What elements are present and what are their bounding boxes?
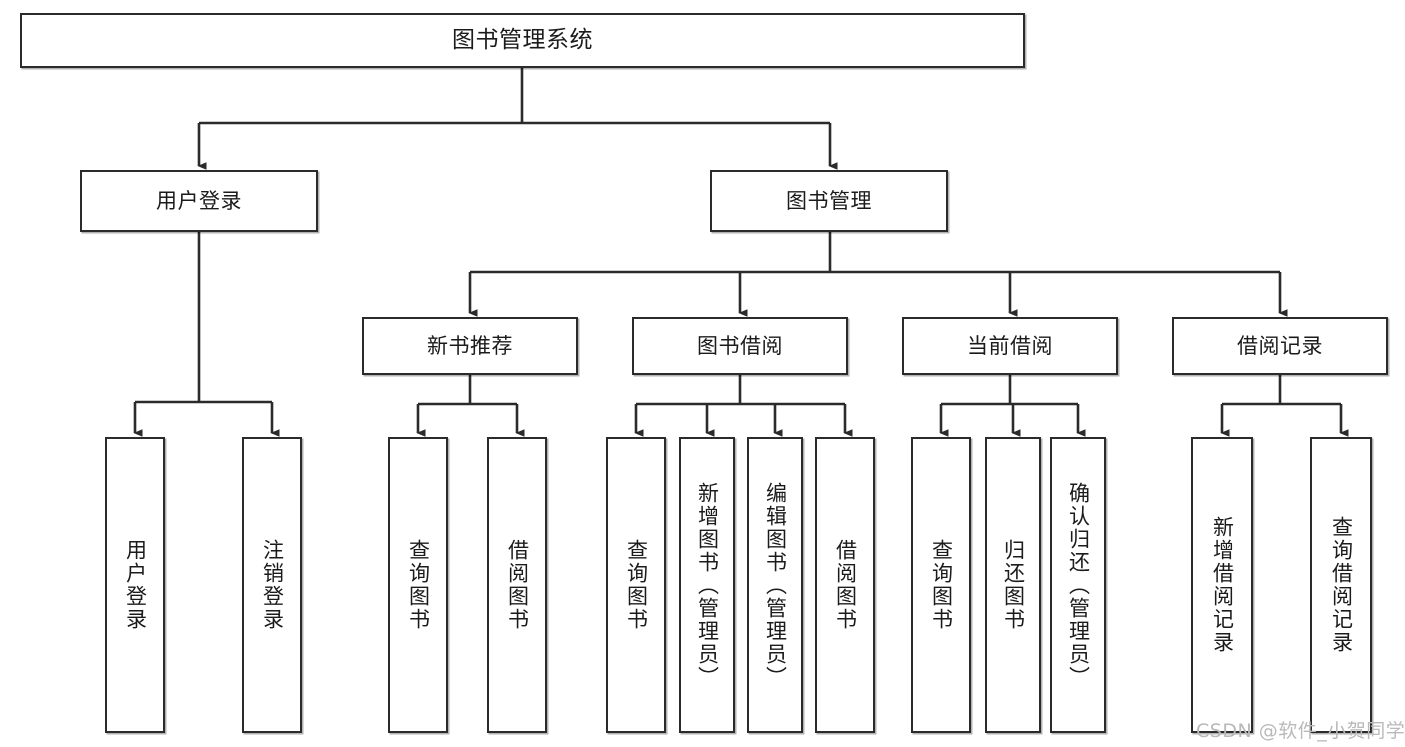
node-borrow-record[interactable]: 借阅记录: [1172, 317, 1388, 375]
leaf-user-login[interactable]: 用户登录: [105, 437, 165, 733]
leaf-query-book-c-label: 查询图书: [929, 539, 954, 631]
leaf-add-book[interactable]: 新增图书（管理员）: [679, 437, 735, 733]
leaf-borrow-book-b[interactable]: 借阅图书: [815, 437, 875, 733]
leaf-confirm-return-label: 确认归还（管理员）: [1066, 481, 1091, 689]
leaf-return-book-label: 归还图书: [1001, 539, 1026, 631]
leaf-borrow-book-a[interactable]: 借阅图书: [487, 437, 547, 733]
leaf-borrow-book-a-label: 借阅图书: [505, 539, 530, 631]
node-root-label: 图书管理系统: [452, 27, 593, 54]
leaf-query-book-b-label: 查询图书: [624, 539, 649, 631]
node-book-manage[interactable]: 图书管理: [710, 170, 948, 232]
leaf-edit-book-label: 编辑图书（管理员）: [763, 481, 788, 689]
node-current-borrow-label: 当前借阅: [967, 333, 1053, 358]
node-user-login-label: 用户登录: [156, 188, 242, 213]
leaf-edit-book[interactable]: 编辑图书（管理员）: [747, 437, 803, 733]
csdn-watermark: CSDN @软件_小贺同学: [1196, 720, 1405, 742]
leaf-query-book-a-label: 查询图书: [406, 539, 431, 631]
node-root[interactable]: 图书管理系统: [20, 13, 1025, 68]
leaf-add-book-label: 新增图书（管理员）: [695, 481, 720, 689]
leaf-query-record-label: 查询借阅记录: [1329, 516, 1354, 654]
leaf-query-book-a[interactable]: 查询图书: [388, 437, 448, 733]
leaf-query-book-c[interactable]: 查询图书: [911, 437, 971, 733]
node-book-borrow-label: 图书借阅: [697, 333, 783, 358]
leaf-return-book[interactable]: 归还图书: [985, 437, 1041, 733]
node-book-manage-label: 图书管理: [786, 188, 872, 213]
leaf-logout-label: 注销登录: [260, 539, 285, 631]
leaf-add-record-label: 新增借阅记录: [1210, 516, 1235, 654]
leaf-query-record[interactable]: 查询借阅记录: [1310, 437, 1372, 733]
node-current-borrow[interactable]: 当前借阅: [902, 317, 1118, 375]
leaf-logout[interactable]: 注销登录: [242, 437, 302, 733]
leaf-add-record[interactable]: 新增借阅记录: [1191, 437, 1253, 733]
leaf-user-login-label: 用户登录: [123, 539, 148, 631]
node-borrow-record-label: 借阅记录: [1237, 333, 1323, 358]
leaf-confirm-return[interactable]: 确认归还（管理员）: [1050, 437, 1106, 733]
node-user-login[interactable]: 用户登录: [80, 170, 318, 232]
leaf-borrow-book-b-label: 借阅图书: [833, 539, 858, 631]
node-book-borrow[interactable]: 图书借阅: [632, 317, 848, 375]
leaf-query-book-b[interactable]: 查询图书: [606, 437, 666, 733]
node-new-book-rec-label: 新书推荐: [427, 333, 513, 358]
node-new-book-rec[interactable]: 新书推荐: [362, 317, 578, 375]
